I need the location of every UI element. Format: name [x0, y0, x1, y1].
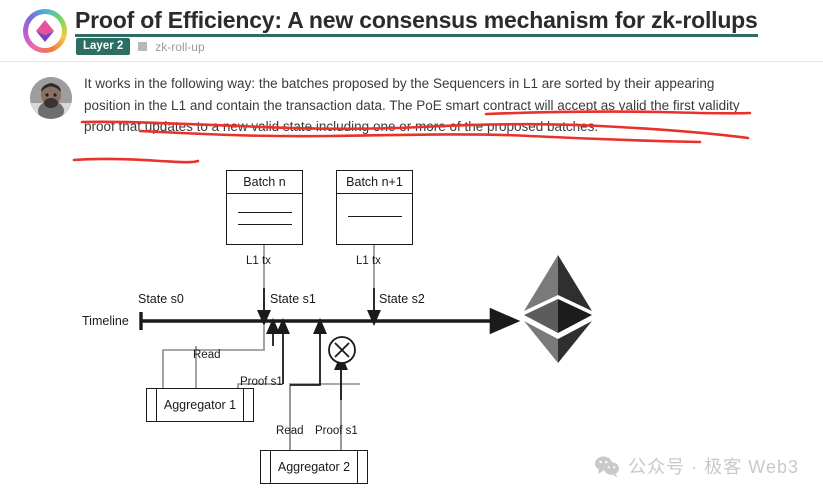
l1-tx-label-2: L1 tx: [356, 255, 381, 267]
batch-n-body: [227, 194, 302, 245]
batch-n-box: Batch n: [226, 170, 303, 245]
page-title: Proof of Efficiency: A new consensus mec…: [75, 7, 758, 37]
batch-n-plus-1-body: [337, 194, 412, 245]
proof-s1-label-2: Proof s1: [315, 425, 358, 437]
avatar-photo-icon: [30, 77, 72, 119]
status-badge[interactable]: Layer 2: [76, 38, 131, 55]
aggregator-2-box: Aggregator 2: [260, 450, 368, 484]
poe-architecture-diagram: Batch n Batch n+1 L1 tx L1 tx Timeline S…: [0, 160, 823, 497]
read-label-2: Read: [276, 425, 304, 437]
read-label-1: Read: [193, 349, 221, 361]
batch-n-plus-1-box: Batch n+1: [336, 170, 413, 245]
timeline-label: Timeline: [82, 314, 129, 328]
tag-label[interactable]: zk-roll-up: [155, 39, 205, 54]
batch-n-label: Batch n: [227, 171, 302, 194]
aggregator-1-label: Aggregator 1: [163, 398, 237, 412]
page-header: Proof of Efficiency: A new consensus mec…: [0, 0, 823, 62]
batch-n-plus-1-label: Batch n+1: [337, 171, 412, 194]
ethereum-logo-icon: [524, 255, 592, 363]
diagram-connectors: [139, 245, 521, 450]
post-meta-row: Layer 2 zk-roll-up: [76, 38, 205, 55]
tag-square-icon: [138, 42, 148, 51]
wechat-icon: [595, 456, 620, 477]
watermark-text: 公众号 · 极客 Web3: [628, 457, 799, 477]
l1-tx-label-1: L1 tx: [246, 255, 271, 267]
logo-diamond-icon: [36, 20, 54, 42]
proof-s1-label-1: Proof s1: [240, 376, 283, 388]
aggregator-1-box: Aggregator 1: [146, 388, 254, 422]
state-s2-label: State s2: [379, 292, 425, 306]
polygon-zkevm-logo-icon: [23, 9, 67, 53]
avatar: [30, 77, 72, 119]
state-s0-label: State s0: [138, 292, 184, 306]
state-s1-label: State s1: [270, 292, 316, 306]
watermark: 公众号 · 极客 Web3: [594, 453, 799, 479]
post-paragraph: It works in the following way: the batch…: [84, 76, 740, 134]
aggregator-2-label: Aggregator 2: [277, 460, 351, 474]
